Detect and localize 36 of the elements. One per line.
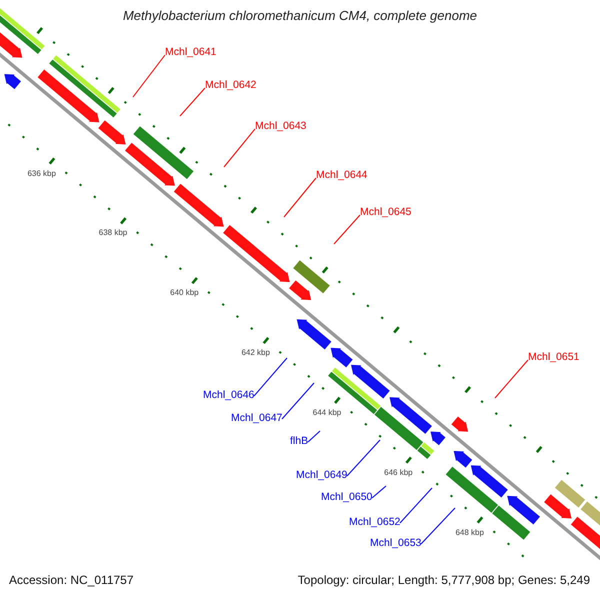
gene-label: Mchl_0646 bbox=[203, 389, 254, 402]
leader-line bbox=[254, 358, 288, 396]
gene-label: Mchl_0649 bbox=[296, 469, 348, 482]
position-label: 642 kbp bbox=[241, 348, 270, 358]
gene-label: Mchl_0641 bbox=[165, 46, 216, 58]
gene-label: Mchl_0644 bbox=[316, 169, 368, 182]
position-label: 640 kbp bbox=[170, 288, 199, 298]
leader-line bbox=[282, 382, 314, 420]
leader-line bbox=[400, 488, 432, 524]
leader-line bbox=[132, 54, 166, 98]
gene-label: Mchl_0652 bbox=[349, 516, 400, 528]
position-label: 638 kbp bbox=[98, 228, 128, 238]
leader-line bbox=[494, 360, 528, 398]
position-label: 644 kbp bbox=[312, 408, 342, 418]
gene-label: Mchl_0651 bbox=[528, 351, 580, 364]
leader-line bbox=[372, 486, 386, 498]
leader-line bbox=[308, 430, 320, 442]
gene-label: Mchl_0647 bbox=[231, 412, 282, 424]
gene-label: flhB bbox=[290, 435, 308, 448]
gene-label: Mchl_0642 bbox=[205, 79, 256, 92]
leader-line bbox=[284, 178, 316, 218]
leader-line bbox=[420, 508, 456, 544]
genome-summary-text: Topology: circular; Length: 5,777,908 bp; Genes: 5,249 bbox=[298, 574, 590, 588]
accession-text: Accession: NC_011757 bbox=[9, 574, 134, 588]
leader-line bbox=[334, 214, 360, 244]
gene-label: Mchl_0650 bbox=[321, 491, 372, 504]
leader-line bbox=[346, 440, 380, 476]
leader-line bbox=[180, 88, 206, 116]
position-label: 636 kbp bbox=[27, 168, 56, 178]
gene-label: Mchl_0645 bbox=[360, 206, 412, 218]
position-label: 646 kbp bbox=[384, 468, 413, 477]
position-label: 648 kbp bbox=[455, 528, 484, 537]
gene-label: Mchl_0643 bbox=[255, 120, 306, 132]
title: Methylobacterium chloromethanicum CM4, complete genome bbox=[122, 9, 478, 24]
gene-label: Mchl_0653 bbox=[370, 537, 422, 550]
leader-line bbox=[224, 128, 256, 168]
